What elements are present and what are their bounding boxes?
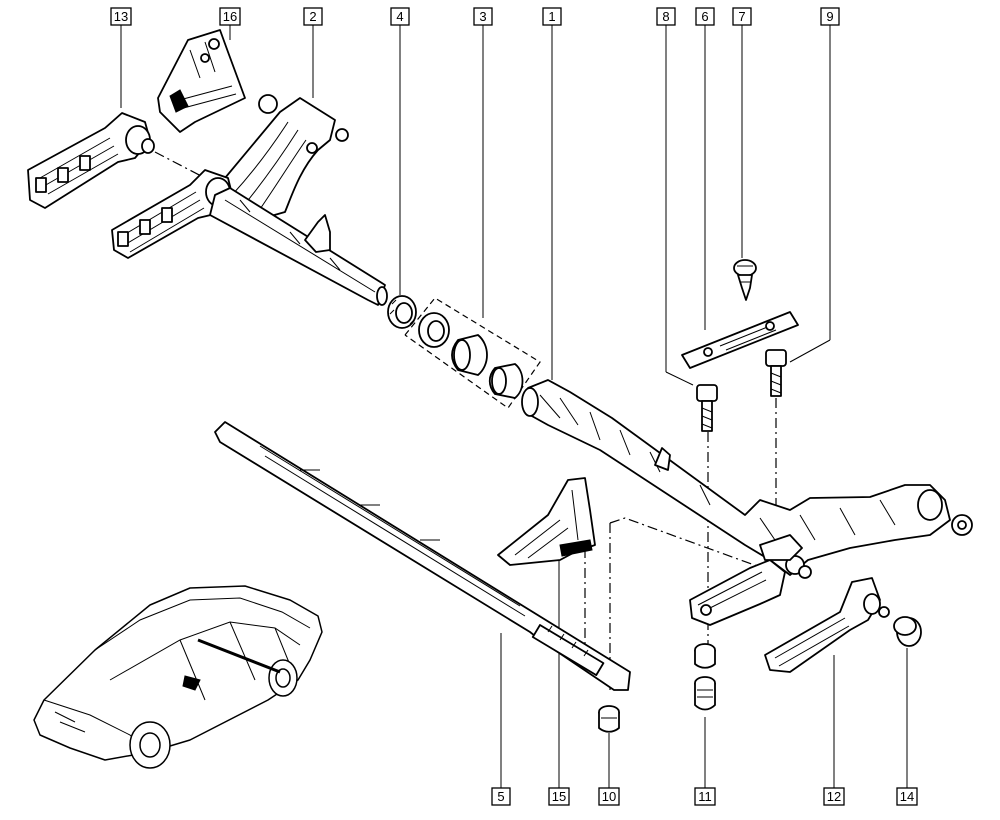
part-9-bolt xyxy=(765,349,787,397)
callout-4-label: 4 xyxy=(396,9,403,24)
part-14-cap xyxy=(893,616,922,647)
callout-11: 11 xyxy=(694,787,716,806)
callout-15: 15 xyxy=(548,787,570,806)
callout-7: 7 xyxy=(732,7,752,26)
callout-1: 1 xyxy=(542,7,562,26)
callout-15-label: 15 xyxy=(552,789,566,804)
part-7-clip xyxy=(733,259,757,301)
callout-6: 6 xyxy=(695,7,715,26)
part-15-bracket xyxy=(497,477,596,566)
callout-10: 10 xyxy=(598,787,620,806)
callout-16: 16 xyxy=(219,7,241,26)
part-1-axle-beam xyxy=(521,379,973,626)
callout-14: 14 xyxy=(896,787,918,806)
part-8-bolt xyxy=(696,384,718,432)
callout-13: 13 xyxy=(110,7,132,26)
part-2-left-trailing-arm xyxy=(111,94,388,306)
part-13-bearing-arm xyxy=(27,112,155,209)
callout-5-label: 5 xyxy=(497,789,504,804)
part-10-bush xyxy=(598,705,620,733)
callout-5: 5 xyxy=(491,787,511,806)
callout-2-label: 2 xyxy=(309,9,316,24)
callout-9-label: 9 xyxy=(826,9,833,24)
part-12-bearing-arm xyxy=(764,577,890,673)
part-6-plate xyxy=(681,311,799,369)
part-3-bearing-set xyxy=(418,312,524,399)
callout-16-label: 16 xyxy=(223,9,237,24)
callout-1-label: 1 xyxy=(548,9,555,24)
callout-7-label: 7 xyxy=(738,9,745,24)
callout-14-label: 14 xyxy=(900,789,914,804)
callout-12-label: 12 xyxy=(827,789,841,804)
vehicle-locator-illustration xyxy=(33,585,323,769)
leader-lines xyxy=(120,25,908,788)
callout-12: 12 xyxy=(823,787,845,806)
callout-3: 3 xyxy=(473,7,493,26)
callout-4: 4 xyxy=(390,7,410,26)
part-16-bracket xyxy=(157,29,246,133)
callout-10-label: 10 xyxy=(602,789,616,804)
callout-11-label: 11 xyxy=(698,789,712,804)
callout-3-label: 3 xyxy=(479,9,486,24)
callout-9: 9 xyxy=(820,7,840,26)
part-11-bush-pair xyxy=(694,643,716,711)
callout-6-label: 6 xyxy=(701,9,708,24)
callout-8-label: 8 xyxy=(662,9,669,24)
callout-8: 8 xyxy=(656,7,676,26)
callout-13-label: 13 xyxy=(114,9,128,24)
callout-2: 2 xyxy=(303,7,323,26)
part-5-torsion-bar xyxy=(214,421,631,691)
part-4-seal-ring xyxy=(387,295,417,329)
